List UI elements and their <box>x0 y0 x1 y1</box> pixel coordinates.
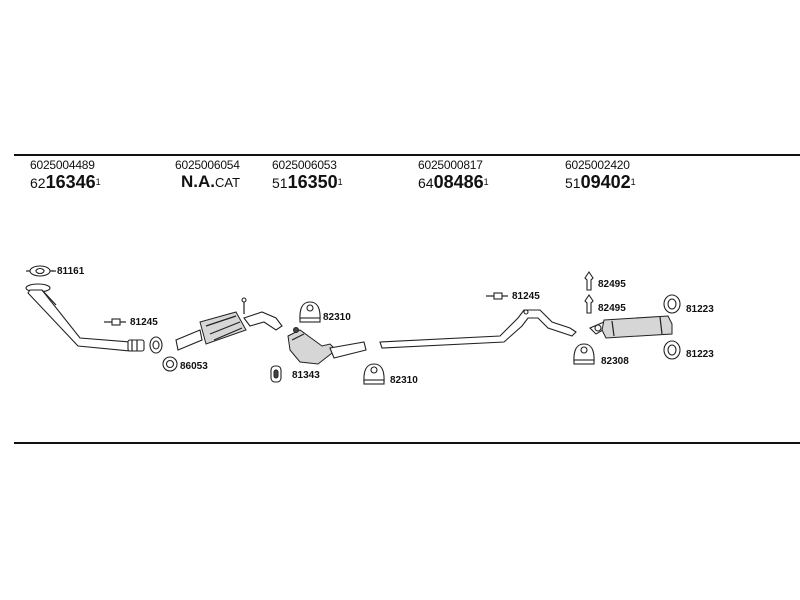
header-mid-pipe: 6025000817 64084861 <box>418 158 489 193</box>
oem-number: 6025006054 <box>175 158 240 172</box>
top-divider <box>14 154 800 156</box>
oem-number: 6025000817 <box>418 158 483 172</box>
hanger-lower-icon <box>363 363 385 385</box>
part-number: 51163501 <box>272 172 343 192</box>
gasket-front-icon <box>26 265 54 277</box>
part-label: 82310 <box>390 375 418 386</box>
part-label: 81161 <box>57 266 85 277</box>
part-label: 82308 <box>601 356 629 367</box>
bolt-bottom-icon <box>584 294 594 314</box>
header-front-pipe: 6025004489 62163461 <box>30 158 101 193</box>
rubber-mount-icon <box>270 365 282 383</box>
part-number: 51094021 <box>565 172 636 192</box>
part-number: 64084861 <box>418 172 489 192</box>
hanger-upper-icon <box>299 301 321 323</box>
part-label: 81245 <box>130 317 158 328</box>
part-label: 82495 <box>598 279 626 290</box>
header-catalyst: 6025006054 N.A.CAT <box>175 158 240 193</box>
part-label: 86053 <box>180 361 208 372</box>
part-label: 81343 <box>292 370 320 381</box>
header-center-silencer: 6025006053 51163501 <box>272 158 343 193</box>
front-pipe-icon <box>25 283 145 352</box>
oem-number: 6025006053 <box>272 158 337 172</box>
part-label: 82495 <box>598 303 626 314</box>
mid-pipe-icon <box>379 309 577 349</box>
header-rear-silencer: 6025002420 51094021 <box>565 158 636 193</box>
part-label: 81223 <box>686 304 714 315</box>
oem-number: 6025002420 <box>565 158 630 172</box>
rear-silencer-icon <box>589 315 673 339</box>
part-number: N.A.CAT <box>181 172 241 191</box>
rubber-ring-bottom-icon <box>663 340 681 360</box>
ring-seal-icon <box>149 336 178 372</box>
bolt-top-icon <box>584 271 594 291</box>
rubber-ring-top-icon <box>663 294 681 314</box>
oem-number: 6025004489 <box>30 158 95 172</box>
bottom-divider <box>14 442 800 444</box>
part-label: 82310 <box>323 312 351 323</box>
hanger-rear-icon <box>573 343 595 365</box>
clamp-mid-icon <box>486 292 508 300</box>
part-label: 81223 <box>686 349 714 360</box>
part-number: 62163461 <box>30 172 101 192</box>
catalytic-converter-icon <box>175 297 283 351</box>
center-silencer-icon <box>287 327 367 365</box>
clamp-front-icon <box>104 318 126 326</box>
part-label: 81245 <box>512 291 540 302</box>
